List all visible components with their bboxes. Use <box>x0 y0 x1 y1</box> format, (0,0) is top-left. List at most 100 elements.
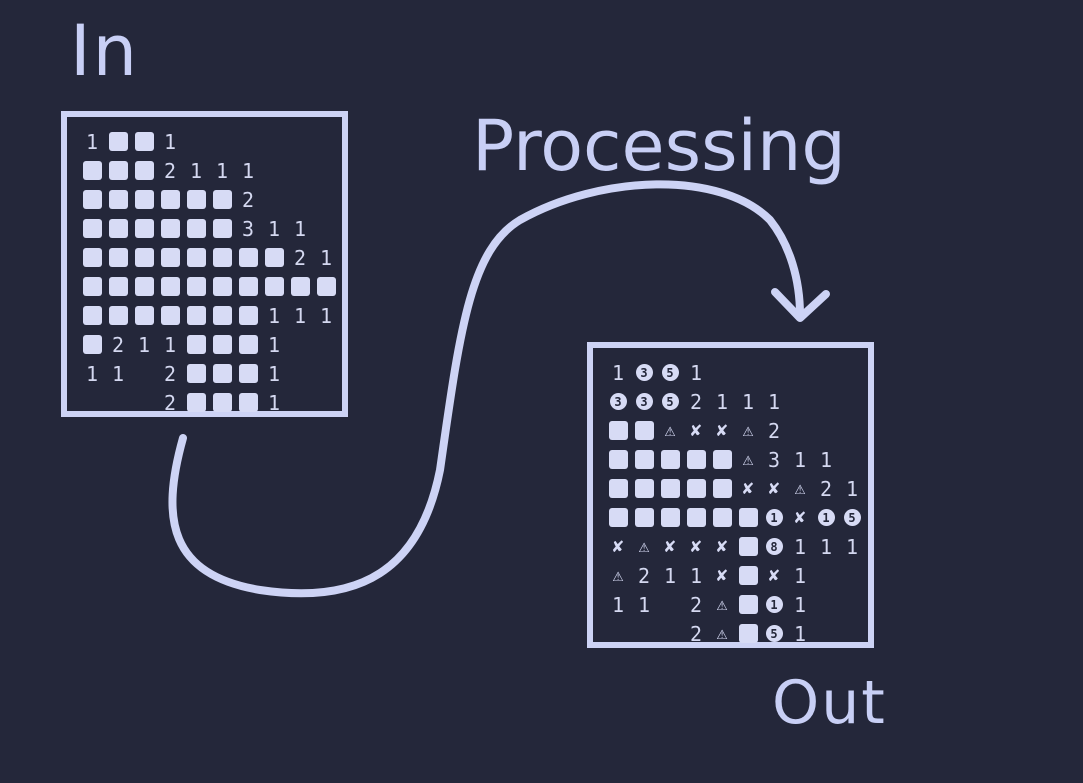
number-cell: 1 <box>715 389 729 414</box>
number-cell: 1 <box>85 129 99 154</box>
circled-number: 5 <box>661 393 679 410</box>
circled-number: 5 <box>661 364 679 381</box>
number-cell: 1 <box>663 563 677 588</box>
square-icon <box>212 306 232 325</box>
unrevealed-cell <box>261 272 287 301</box>
square-icon <box>82 306 102 325</box>
circled-number-cell: 5 <box>761 619 787 648</box>
unrevealed-cell <box>209 272 235 301</box>
number-cell: 1 <box>845 476 859 501</box>
unrevealed-cell <box>79 156 105 185</box>
circled-number-cell: 3 <box>631 358 657 387</box>
number-cell: 2 <box>111 332 125 357</box>
square-icon <box>186 190 206 209</box>
unrevealed-cell <box>209 185 235 214</box>
unrevealed-cell <box>105 185 131 214</box>
square-icon <box>212 219 232 238</box>
unrevealed-cell <box>657 474 683 503</box>
unrevealed-cell <box>735 561 761 590</box>
unrevealed-cell <box>735 590 761 619</box>
square-icon <box>160 190 180 209</box>
square-icon <box>82 277 102 296</box>
number-cell: 1 <box>689 360 703 385</box>
unrevealed-cell <box>209 301 235 330</box>
circled-number: 3 <box>635 393 653 410</box>
label-in: In <box>70 10 140 92</box>
unrevealed-cell <box>683 445 709 474</box>
unrevealed-cell <box>605 445 631 474</box>
square-icon <box>660 479 680 498</box>
number-cell: 1 <box>189 158 203 183</box>
warning-icon: ⚠ <box>709 590 735 619</box>
square-icon <box>134 219 154 238</box>
unrevealed-cell <box>657 503 683 532</box>
square-icon <box>160 248 180 267</box>
number-cell: 1 <box>793 592 807 617</box>
warning-icon: ⚠ <box>664 420 676 441</box>
unrevealed-cell <box>709 503 735 532</box>
crossed-bell-icon: ✘ <box>716 420 728 441</box>
unrevealed-cell <box>209 359 235 388</box>
square-icon <box>608 479 628 498</box>
unrevealed-cell <box>183 214 209 243</box>
circled-number-cell: 1 <box>813 503 839 532</box>
crossed-bell-icon: ✘ <box>709 416 735 445</box>
square-icon <box>82 190 102 209</box>
square-icon <box>634 450 654 469</box>
square-icon <box>82 335 102 354</box>
warning-icon: ⚠ <box>605 561 631 590</box>
number-cell: 1 <box>741 389 755 414</box>
warning-icon: ⚠ <box>716 623 728 644</box>
square-icon <box>108 132 128 151</box>
warning-icon: ⚠ <box>709 619 735 648</box>
grid-row: ⚠✘✘⚠2 <box>605 416 865 445</box>
unrevealed-cell <box>131 243 157 272</box>
square-icon <box>238 277 258 296</box>
grid-row <box>79 272 339 301</box>
square-icon <box>738 508 758 527</box>
unrevealed-cell <box>79 185 105 214</box>
unrevealed-cell <box>261 243 287 272</box>
circled-number: 3 <box>609 393 627 410</box>
square-icon <box>134 190 154 209</box>
square-icon <box>738 566 758 585</box>
square-icon <box>82 161 102 180</box>
square-icon <box>160 277 180 296</box>
warning-icon: ⚠ <box>735 416 761 445</box>
unrevealed-cell <box>79 301 105 330</box>
square-icon <box>212 277 232 296</box>
square-icon <box>212 190 232 209</box>
number-cell: 1 <box>137 332 151 357</box>
number-cell: 1 <box>215 158 229 183</box>
crossed-bell-icon: ✘ <box>709 532 735 561</box>
unrevealed-cell <box>709 445 735 474</box>
unrevealed-cell <box>235 388 261 417</box>
unrevealed-cell <box>79 243 105 272</box>
square-icon <box>608 508 628 527</box>
crossed-bell-icon: ✘ <box>794 507 806 528</box>
number-cell: 1 <box>293 303 307 328</box>
unrevealed-cell <box>131 156 157 185</box>
number-cell <box>79 388 105 417</box>
unrevealed-cell <box>105 156 131 185</box>
unrevealed-cell <box>183 359 209 388</box>
number-cell: 1 <box>267 361 281 386</box>
unrevealed-cell <box>183 301 209 330</box>
square-icon <box>134 248 154 267</box>
square-icon <box>160 306 180 325</box>
unrevealed-cell <box>631 445 657 474</box>
label-out: Out <box>772 668 887 738</box>
crossed-bell-icon: ✘ <box>768 478 780 499</box>
number-cell <box>657 619 683 648</box>
square-icon <box>186 277 206 296</box>
square-icon <box>108 277 128 296</box>
square-icon <box>238 364 258 383</box>
unrevealed-cell <box>79 330 105 359</box>
unrevealed-cell <box>735 532 761 561</box>
number-cell: 1 <box>819 447 833 472</box>
